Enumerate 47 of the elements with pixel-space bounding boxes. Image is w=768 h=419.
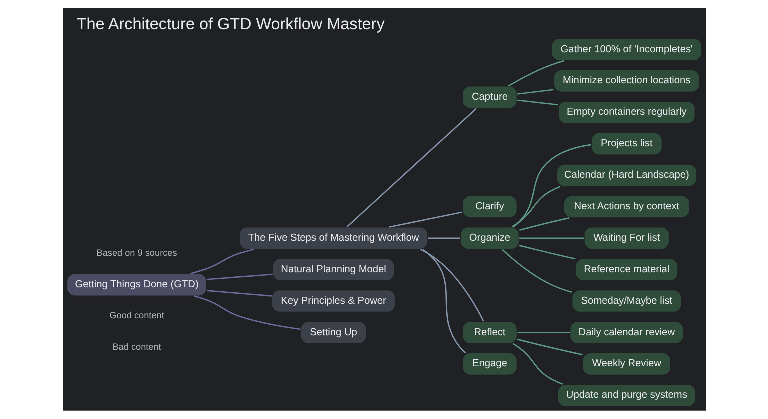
- node-box: Update and purge systems: [556, 384, 696, 408]
- node-box: Empty containers regularly: [557, 100, 696, 124]
- node-box: Clarify: [462, 195, 518, 219]
- node-box: Organize: [460, 226, 520, 250]
- connector: [206, 290, 272, 297]
- node-box: Engage: [462, 352, 518, 376]
- node-box: The Five Steps of Mastering Workflow: [238, 226, 428, 250]
- node-box: Gather 100% of 'Incompletes': [550, 38, 702, 62]
- node-box: Minimize collection locations: [552, 70, 700, 93]
- connector: [422, 249, 466, 354]
- label: Good content: [109, 310, 164, 321]
- node-box: Capture: [462, 86, 518, 110]
- node-box: Getting Things Done (GTD): [66, 273, 208, 297]
- connector: [512, 343, 563, 385]
- label: Based on 9 sources: [96, 248, 177, 258]
- node-box: Reference material: [574, 258, 678, 282]
- connector: [519, 218, 570, 232]
- node-box: Weekly Review: [582, 352, 672, 376]
- connector: [519, 238, 584, 240]
- connector: [516, 338, 582, 356]
- connector: [511, 186, 560, 228]
- connector: [346, 108, 476, 228]
- connector: [420, 249, 484, 322]
- node-box: Reflect: [462, 321, 518, 344]
- node-box: Someday/Maybe list: [571, 290, 682, 313]
- label: Bad content: [112, 342, 161, 352]
- connector: [512, 144, 591, 228]
- connector: [517, 332, 570, 334]
- connector: [518, 245, 576, 260]
- connector: [190, 249, 254, 274]
- node-box: Projects list: [590, 132, 662, 156]
- connector: [508, 60, 564, 87]
- diagram-title: The Architecture of GTD Workflow Mastery: [76, 15, 384, 34]
- node-box: Setting Up: [300, 321, 367, 344]
- connector: [502, 249, 572, 294]
- connector: [206, 274, 272, 280]
- connector: [517, 89, 554, 95]
- connector: [194, 296, 300, 330]
- connector: [428, 238, 460, 240]
- node-box: Next Actions by context: [563, 195, 690, 219]
- node-box: Calendar (Hard Landscape): [556, 164, 697, 188]
- connector: [388, 212, 462, 228]
- node-box: Daily calendar review: [569, 321, 684, 344]
- node-box: Key Principles & Power: [270, 290, 396, 313]
- node-box: Waiting For list: [583, 226, 670, 250]
- connector: [517, 100, 558, 106]
- node-box: Natural Planning Model: [272, 258, 395, 282]
